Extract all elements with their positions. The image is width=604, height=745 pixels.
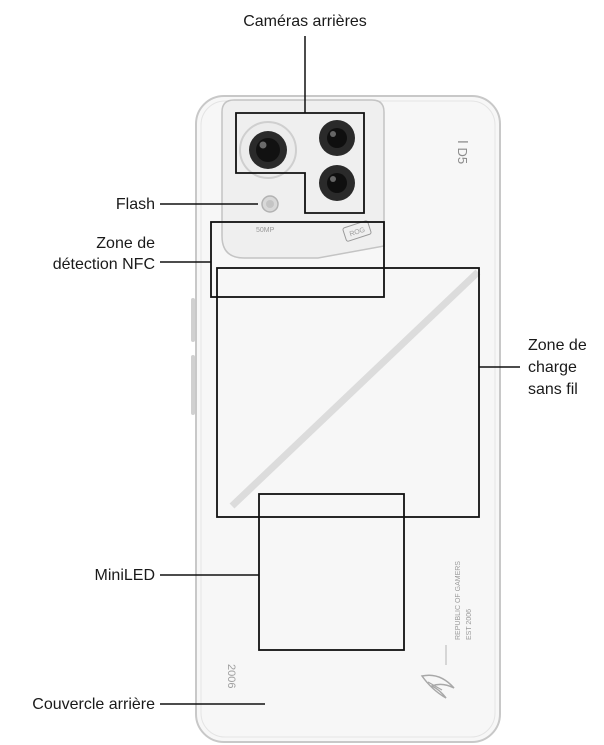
charge-label-line2: charge: [528, 359, 577, 376]
model-mark: Ⅰ D5: [455, 140, 470, 164]
leader-lines: [160, 36, 520, 705]
bottom-mark: 2006: [225, 664, 237, 688]
side-button-top: [191, 298, 195, 342]
camera-third-reflection: [330, 176, 336, 182]
zone-outlines: [210, 112, 480, 651]
camera-main-lens-inner: [256, 138, 280, 162]
camera-main-reflection: [259, 141, 267, 149]
flash-label: Flash: [116, 196, 155, 213]
flash-led-core: [266, 200, 274, 208]
nfc-label-line1: Zone de: [96, 235, 155, 252]
camera-second-lens-inner: [327, 128, 347, 148]
camera-second-reflection: [330, 131, 336, 137]
phone-marks: Ⅰ D5 REPUBLIC OF GAMERS EST 2006 2006: [225, 140, 473, 699]
rear-cameras-label: Caméras arrières: [243, 13, 367, 30]
brand-line-2: EST 2006: [466, 609, 473, 640]
back-cover-label: Couvercle arrière: [32, 696, 155, 713]
nfc-zone-outline: [210, 221, 385, 298]
camera-badge-frame: [342, 220, 372, 242]
charge-label-line3: sans fil: [528, 381, 578, 398]
brand-line-1: REPUBLIC OF GAMERS: [455, 561, 462, 640]
accent-stripe: [229, 269, 481, 509]
camera-module: 50MP ROG: [221, 99, 385, 259]
camera-badge: ROG: [349, 227, 366, 239]
callout-labels: Caméras arrières Flash Zone de détection…: [32, 13, 587, 713]
camera-third-lens-inner: [327, 173, 347, 193]
miniled-label: MiniLED: [95, 567, 155, 584]
wireless-charging-zone-outline: [216, 267, 480, 518]
charge-label-line1: Zone de: [528, 337, 587, 354]
rear-cameras-outline: [235, 112, 365, 214]
side-button-bottom: [191, 355, 195, 415]
camera-text: 50MP: [256, 227, 275, 234]
rog-eye-logo-icon: [420, 674, 455, 699]
nfc-label-line2: détection NFC: [53, 256, 155, 273]
miniled-zone-outline: [258, 493, 405, 651]
